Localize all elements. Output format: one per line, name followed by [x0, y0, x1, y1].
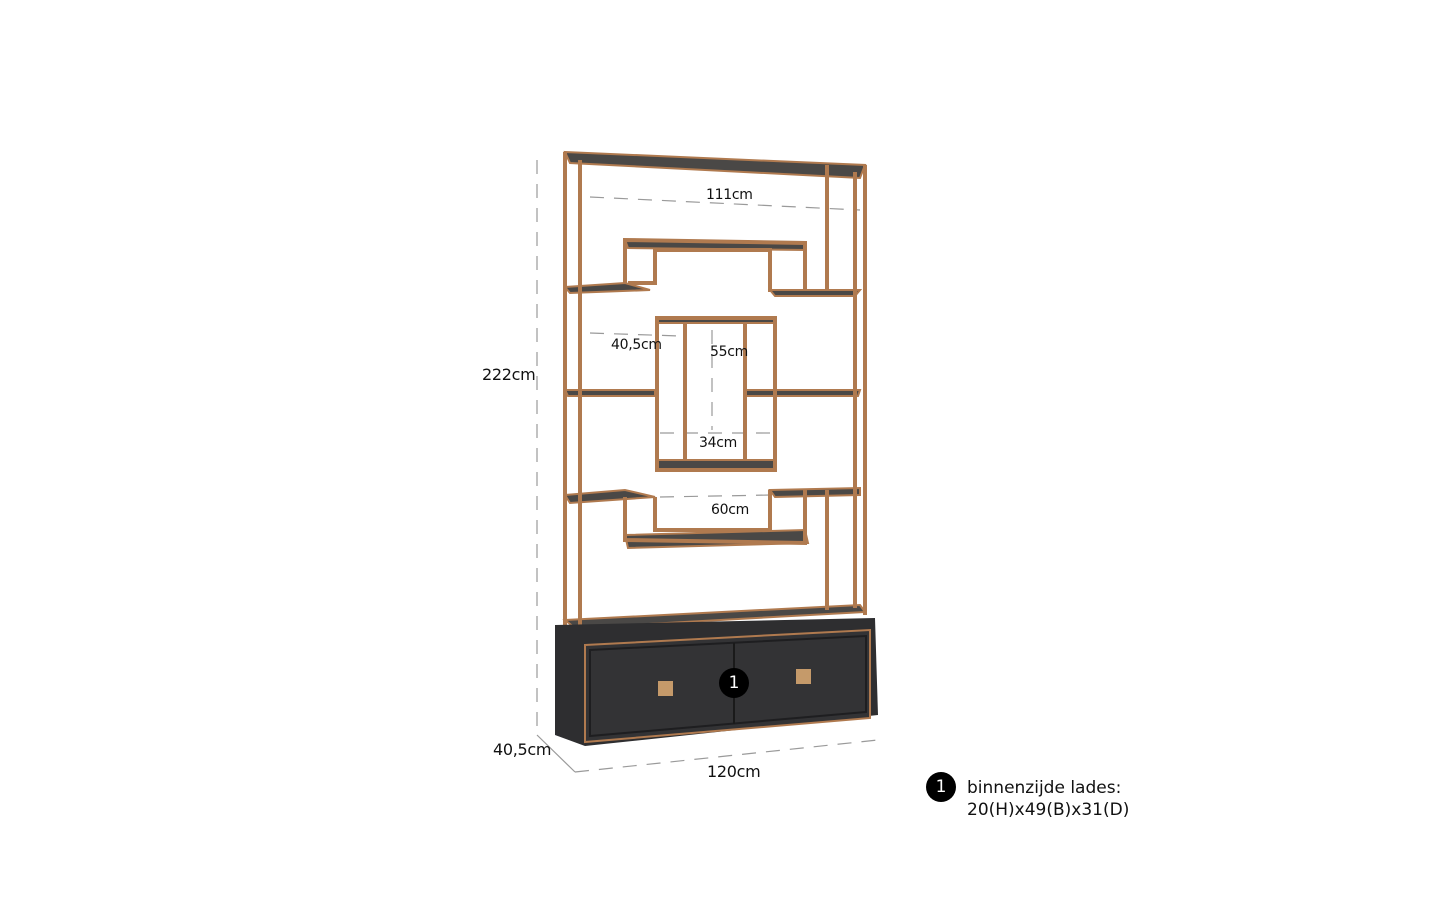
- top-shelf: [563, 150, 867, 180]
- drawer-handle-right: [796, 669, 811, 684]
- dim-center-width: 34cm: [699, 435, 737, 451]
- shelf-right-2: [767, 289, 863, 297]
- drawer-handle-left: [658, 681, 673, 696]
- dimension-lines: [536, 160, 879, 773]
- dim-inner-top-width: 111cm: [706, 187, 753, 203]
- dim-inner-depth: 40,5cm: [611, 337, 662, 353]
- dim-width: 120cm: [707, 762, 761, 781]
- dim-center-height: 55cm: [710, 344, 748, 360]
- note-line-1: binnenzijde lades:: [967, 778, 1122, 798]
- shelf-right-4: [768, 486, 861, 499]
- dim-depth: 40,5cm: [493, 740, 552, 759]
- drawer-callout-marker: 1: [719, 668, 749, 698]
- legend-marker: 1: [926, 772, 956, 802]
- note-line-2: 20(H)x49(B)x31(D): [967, 800, 1130, 820]
- drawer-cabinet: [555, 618, 878, 746]
- shelves: [562, 150, 867, 630]
- dim-height: 222cm: [482, 365, 536, 384]
- shelf-left-2: [562, 281, 651, 295]
- drawer-interior-note: binnenzijde lades: 20(H)x49(B)x31(D): [967, 777, 1129, 821]
- dim-lower-shelf-width: 60cm: [711, 502, 749, 518]
- frame: [563, 152, 867, 630]
- shelf-right-3: [744, 389, 862, 397]
